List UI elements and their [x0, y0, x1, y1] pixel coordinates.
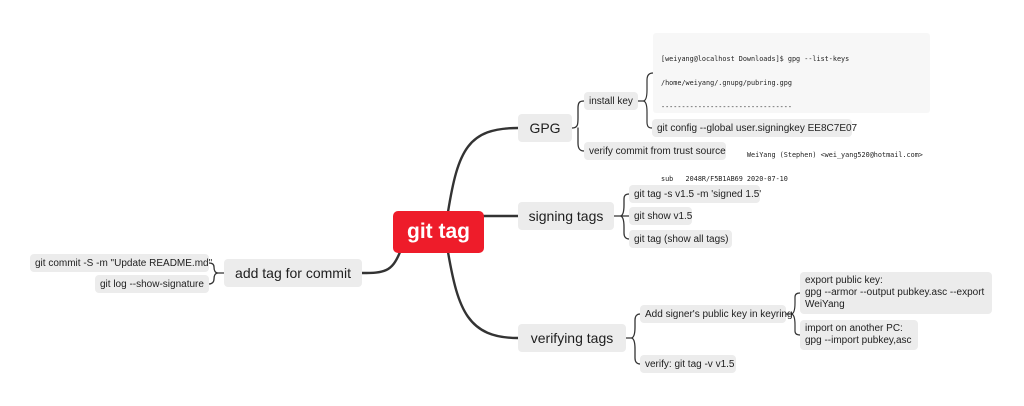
- edge-gpg-bracket: [571, 100, 585, 152]
- export-line-3: WeiYang: [805, 299, 845, 310]
- branch-verifying-label: verifying tags: [530, 330, 614, 346]
- signing-show-command[interactable]: git show v1.5: [629, 207, 692, 225]
- branch-signing-tags[interactable]: signing tags: [518, 202, 614, 230]
- import-line-2: gpg --import pubkey,asc: [805, 335, 912, 346]
- edge-root-gpg: [446, 126, 520, 214]
- branch-add-tag[interactable]: add tag for commit: [224, 259, 362, 287]
- branch-gpg[interactable]: GPG: [518, 114, 572, 142]
- verifying-import-key[interactable]: import on another PC: gpg --import pubke…: [800, 320, 918, 350]
- gpg-list-keys-output: [weiyang@localhost Downloads]$ gpg --lis…: [653, 33, 930, 183]
- edge-root-verifying: [446, 250, 520, 340]
- root-label: git tag: [407, 220, 470, 243]
- edge-signing-bracket: [613, 193, 630, 240]
- branch-verifying-tags[interactable]: verifying tags: [518, 324, 626, 352]
- root-node[interactable]: git tag: [393, 211, 484, 253]
- edge-install-bracket: [637, 72, 654, 129]
- verifying-verify-command[interactable]: verify: git tag -v v1.5: [640, 355, 736, 373]
- gpg-config-signingkey[interactable]: git config --global user.signingkey EE8C…: [652, 119, 857, 137]
- import-line-1: import on another PC:: [805, 323, 903, 334]
- export-line-2: gpg --armor --output pubkey.asc --export: [805, 287, 985, 298]
- edge-verifying-bracket: [625, 313, 641, 365]
- branch-signing-label: signing tags: [528, 208, 604, 224]
- edge-root-add: [360, 250, 402, 275]
- terminal-line: [weiyang@localhost Downloads]$ gpg --lis…: [661, 55, 850, 63]
- add-commit-command[interactable]: git commit -S -m "Update README.md": [30, 254, 212, 272]
- add-log-command[interactable]: git log --show-signature: [95, 275, 209, 293]
- gpg-verify-commit[interactable]: verify commit from trust source: [584, 142, 726, 160]
- edge-addkey-bracket: [785, 292, 801, 336]
- export-line-1: export public key:: [805, 275, 883, 286]
- branch-add-label: add tag for commit: [235, 265, 351, 281]
- verifying-export-key[interactable]: export public key: gpg --armor --output …: [800, 272, 992, 314]
- signing-list-command[interactable]: git tag (show all tags): [629, 230, 732, 248]
- gpg-install-key[interactable]: install key: [584, 92, 638, 110]
- terminal-line: --------------------------------: [661, 103, 792, 111]
- edge-add-bracket: [208, 262, 225, 285]
- verifying-add-key[interactable]: Add signer's public key in keyring: [640, 305, 793, 323]
- branch-gpg-label: GPG: [529, 120, 561, 136]
- signing-tag-command[interactable]: git tag -s v1.5 -m 'signed 1.5': [629, 185, 761, 203]
- terminal-line: /home/weiyang/.gnupg/pubring.gpg: [661, 79, 792, 87]
- terminal-line: sub 2048R/F5B1AB69 2020-07-10: [661, 175, 788, 183]
